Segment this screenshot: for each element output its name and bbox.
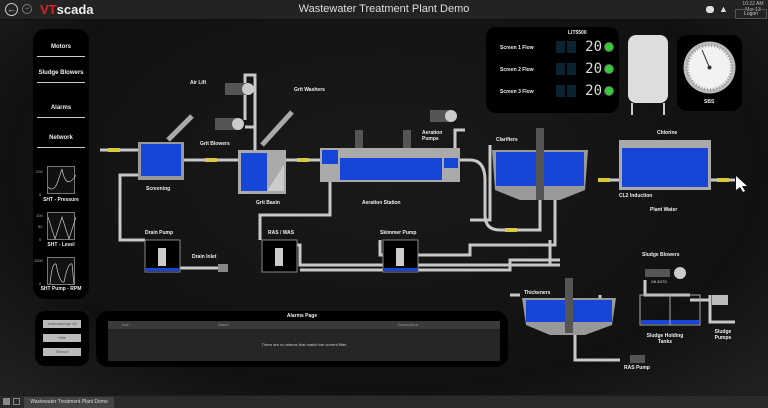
flow-display: 20 <box>556 84 602 98</box>
status-led <box>604 86 614 96</box>
flow-label: Screen 2 Flow <box>500 67 534 73</box>
screening-tank <box>138 114 194 180</box>
sludge-pump <box>712 295 728 305</box>
clarifier <box>492 128 588 200</box>
thickener <box>522 278 616 335</box>
status-led <box>604 42 614 52</box>
taskbar <box>0 396 768 408</box>
flow-label: Screen 3 Flow <box>500 89 534 95</box>
hide-button[interactable]: Hide <box>43 334 81 342</box>
label-skimmer-pump: Skimmer Pump <box>380 230 417 236</box>
flow-display: 20 <box>556 40 602 54</box>
sbs-gauge-panel: SBS <box>677 35 742 111</box>
column-name[interactable]: Name <box>218 322 229 327</box>
mouse-cursor <box>736 176 747 192</box>
title-bar: ← → VTscada Wastewater Treatment Plant D… <box>0 0 768 20</box>
label-ras-was: RAS / WAS <box>268 230 295 236</box>
trend-pressure[interactable] <box>47 166 77 194</box>
navigation-panel: Motors Sludge Blowers Alarms Network 200… <box>33 29 89 299</box>
drain-inlet <box>218 264 228 272</box>
label-grit-blowers: Grit Blowers <box>200 141 230 147</box>
grit-blower <box>215 118 244 130</box>
flow-display: 20 <box>556 62 602 76</box>
label-aeration-station: Aeration Station <box>362 200 401 206</box>
label-clarifiers: Clarifiers <box>496 137 518 143</box>
aeration-station <box>320 130 460 182</box>
back-button[interactable]: ← <box>5 3 18 16</box>
alarms-title: Alarms Page <box>286 313 318 319</box>
trend-level[interactable] <box>47 212 77 241</box>
drain-pump-sump <box>144 239 181 273</box>
bell-icon[interactable]: ▲ <box>719 4 728 14</box>
silence-button[interactable]: Silence <box>43 348 81 356</box>
label-grit-washers: Grit Washers <box>294 87 325 93</box>
ras-pump <box>630 355 645 363</box>
label-ras-pump: RAS Pump <box>624 365 650 371</box>
label-thickeners: Thickeners <box>524 290 551 296</box>
window-title: Wastewater Treatment Plant Demo <box>298 3 470 15</box>
sludge-blower <box>645 267 686 279</box>
nav-alarms[interactable]: Alarms <box>37 105 85 118</box>
flow-label: Screen 1 Flow <box>500 45 534 51</box>
label-sludge-holding-tanks: Sludge Holding Tanks <box>646 333 684 345</box>
label-drain-pump: Drain Pump <box>145 230 174 236</box>
process-diagram <box>100 35 747 363</box>
column-description[interactable]: Description <box>398 322 419 327</box>
printer-icon[interactable] <box>706 6 714 13</box>
label-drain-inlet: Drain Inlet <box>192 254 217 260</box>
flow-panel: LIT5500 Screen 1 Flow 20 Screen 2 Flow 2… <box>486 27 619 113</box>
trend-label-pump-rpm: SHT Pump - RPM <box>40 286 82 292</box>
forward-button[interactable]: → <box>22 4 32 14</box>
tab-wastewater-demo[interactable]: Wastewater Treatment Plant Demo <box>24 397 114 408</box>
label-sludge-blowers: Sludge Blowers <box>642 252 680 258</box>
trend-label-pressure: SHT - Pressure <box>43 197 79 203</box>
alarms-table-header: Ack Name Description <box>108 321 500 329</box>
clock: 10:22 AM Mar 13 <box>742 1 764 13</box>
sludge-holding-tanks <box>639 294 701 326</box>
air-lift-blower <box>225 83 254 95</box>
alarms-empty-message: There are no alarms that match the curre… <box>108 329 500 361</box>
vtscada-logo: VTscada <box>40 2 94 17</box>
label-grit-basin: Grit Basin <box>256 200 280 206</box>
chlorine-tank <box>619 140 711 190</box>
ras-was-sump <box>261 239 298 273</box>
logon-button[interactable]: Logon <box>735 9 767 19</box>
blower-status: ON AUTO <box>651 280 667 284</box>
label-sludge-pumps: Sludge Pumps <box>714 329 732 341</box>
trend-label-level: SHT - Level <box>47 242 75 248</box>
alarm-controls: Acknowledge All Hide Silence <box>35 311 89 366</box>
skimmer-pump-sump <box>382 239 419 273</box>
pressure-gauge-icon <box>683 41 736 94</box>
label-air-lift: Air Lift <box>190 80 207 86</box>
aeration-pump <box>430 110 457 122</box>
label-cl2-induction: CL2 Induction <box>619 193 653 199</box>
tile-view-icon[interactable] <box>13 398 20 405</box>
grit-basin <box>238 110 294 194</box>
label-plant-water: Plant Water <box>650 207 678 213</box>
trend-pump-rpm[interactable] <box>47 257 75 285</box>
gauge-label: SBS <box>704 99 715 105</box>
column-ack[interactable]: Ack <box>122 322 129 327</box>
grid-view-icon[interactable] <box>3 398 10 405</box>
acknowledge-all-button[interactable]: Acknowledge All <box>43 320 81 328</box>
status-led <box>604 64 614 74</box>
nav-motors[interactable]: Motors <box>37 44 85 57</box>
label-chlorine: Chlorine <box>657 130 678 136</box>
storage-tank <box>628 35 668 115</box>
alarms-panel: Alarms Page Ack Name Description There a… <box>96 311 508 367</box>
nav-sludge-blowers[interactable]: Sludge Blowers <box>37 70 85 83</box>
nav-network[interactable]: Network <box>37 135 85 148</box>
label-aeration-pumps: Aeration Pumps <box>422 130 443 142</box>
label-screening: Screening <box>146 186 171 192</box>
flow-markers <box>108 148 729 232</box>
flow-panel-title: LIT5500 <box>568 30 587 36</box>
